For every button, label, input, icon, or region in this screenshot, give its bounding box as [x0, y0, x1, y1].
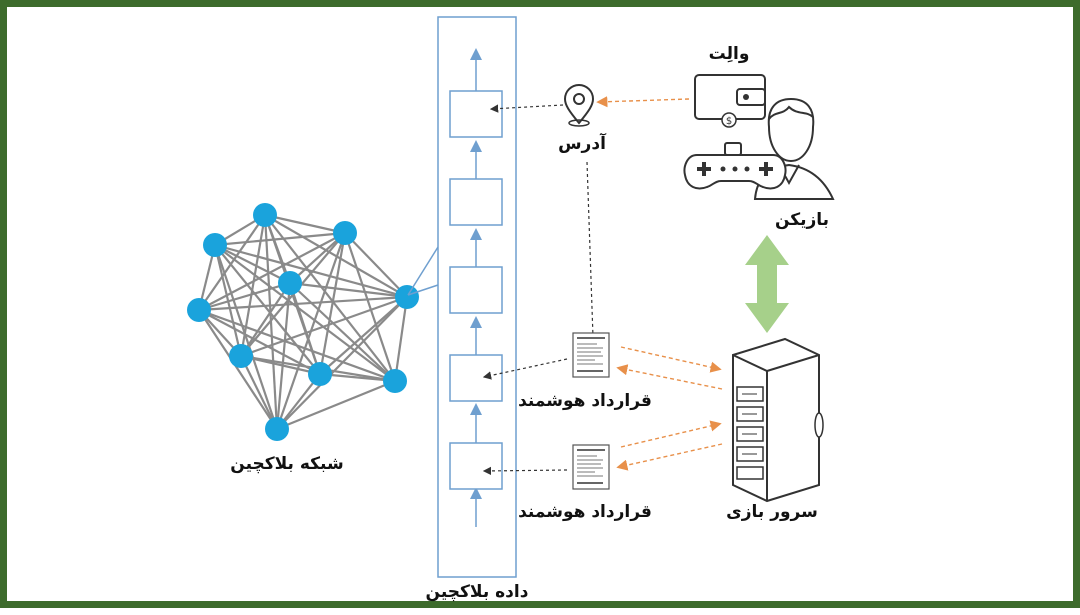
network-node — [229, 344, 253, 368]
network-edge — [318, 232, 347, 375]
network-edge — [214, 244, 291, 284]
network-node — [265, 417, 289, 441]
network-edge — [393, 296, 409, 382]
server-to-contract2-arrow — [616, 443, 723, 471]
wallet-icon: $ — [694, 74, 766, 128]
network-edge — [214, 231, 346, 247]
block — [449, 354, 503, 402]
smart-contract-label: قرارداد هوشمند — [518, 391, 652, 411]
network-edge — [214, 244, 321, 375]
network-edge — [344, 232, 408, 298]
network-node — [395, 285, 419, 309]
network-edge — [213, 244, 279, 430]
network-node — [308, 362, 332, 386]
network-edge — [240, 355, 278, 430]
network-edge — [198, 309, 321, 375]
network-edge — [240, 282, 291, 357]
network-node — [253, 203, 277, 227]
blockchain-network-label: شبکه بلاکچین — [230, 454, 343, 474]
server-rack-icon — [732, 337, 824, 503]
wallet-to-address-arrow — [596, 96, 690, 108]
blockchain-network — [187, 203, 419, 441]
contract2-to-block-arrow — [482, 466, 568, 476]
contract-document-icon — [572, 444, 610, 490]
network-node — [383, 369, 407, 393]
network-edge — [198, 281, 291, 312]
address-to-block-arrow — [489, 104, 564, 113]
network-node — [278, 271, 302, 295]
zoom-line-top — [407, 246, 439, 296]
network-edge — [319, 296, 408, 375]
network-nodes — [187, 203, 419, 441]
chain-container — [437, 16, 517, 578]
network-edge — [319, 372, 396, 383]
contract2-to-server-arrow — [620, 420, 722, 448]
wallet-label: والِت — [709, 44, 750, 64]
network-edge — [214, 244, 396, 382]
network-edge — [198, 309, 278, 430]
network-node — [203, 233, 227, 257]
location-pin-icon — [563, 84, 595, 127]
block — [449, 178, 503, 226]
network-edge — [289, 282, 396, 382]
network-edge — [264, 213, 346, 235]
game-server-label: سرور بازی — [726, 502, 818, 522]
network-node — [187, 298, 211, 322]
contract1-to-server-arrow — [620, 346, 722, 373]
smart-contract-label: قرارداد هوشمند — [518, 502, 652, 522]
block — [449, 266, 503, 314]
contract1-to-block-arrow — [482, 358, 568, 380]
network-edge — [264, 214, 396, 382]
block — [449, 442, 503, 490]
diagram-canvas: $ — [187, 16, 835, 602]
block — [449, 90, 503, 138]
player-label: بازیکن — [775, 210, 829, 230]
blockchain-data-label: داده بلاکچین — [426, 582, 529, 602]
address-to-contract-line — [586, 161, 594, 338]
address-label: آدرس — [558, 132, 607, 154]
server-to-contract1-arrow — [616, 364, 723, 390]
network-edge — [198, 308, 396, 383]
network-edge — [276, 379, 396, 431]
zoom-line-bottom — [407, 284, 439, 296]
network-edges — [197, 213, 409, 431]
network-edge — [288, 282, 322, 375]
contract-document-icon — [572, 332, 610, 378]
network-edge — [275, 282, 292, 430]
player-server-bidirectional-arrow — [745, 235, 789, 333]
network-node — [333, 221, 357, 245]
network-edge — [276, 296, 408, 430]
network-edge — [289, 281, 408, 299]
network-edge — [198, 232, 346, 311]
svg-text:$: $ — [726, 116, 732, 127]
network-edge — [198, 295, 408, 312]
blockchain-data-column — [437, 16, 517, 578]
network-edge — [343, 232, 397, 382]
network-edge — [214, 243, 408, 299]
network-edge — [289, 232, 346, 284]
network-edge — [198, 214, 266, 311]
gamepad-icon — [683, 142, 787, 190]
